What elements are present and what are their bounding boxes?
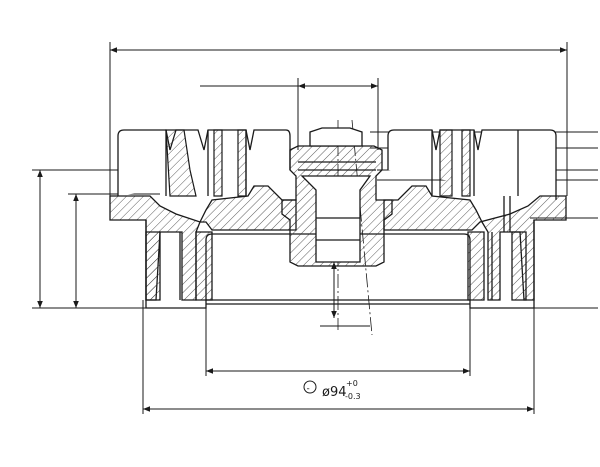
svg-text:-: - <box>307 384 310 394</box>
diameter-value: 94 <box>330 385 347 400</box>
upper-body <box>117 129 557 200</box>
diameter-symbol: ø <box>322 385 330 400</box>
dimension-lines <box>37 47 567 412</box>
section-body <box>109 185 567 301</box>
diameter-annotation: - ø94 +0 -0.3 <box>303 379 361 401</box>
base-outline <box>145 196 535 309</box>
svg-text:ø94: ø94 <box>322 385 347 400</box>
hatched-fins <box>165 129 471 197</box>
tolerance-lower: -0.3 <box>345 392 361 401</box>
central-hub <box>281 127 393 267</box>
inspection-icon <box>303 380 317 394</box>
tolerance-upper: +0 <box>346 379 358 388</box>
